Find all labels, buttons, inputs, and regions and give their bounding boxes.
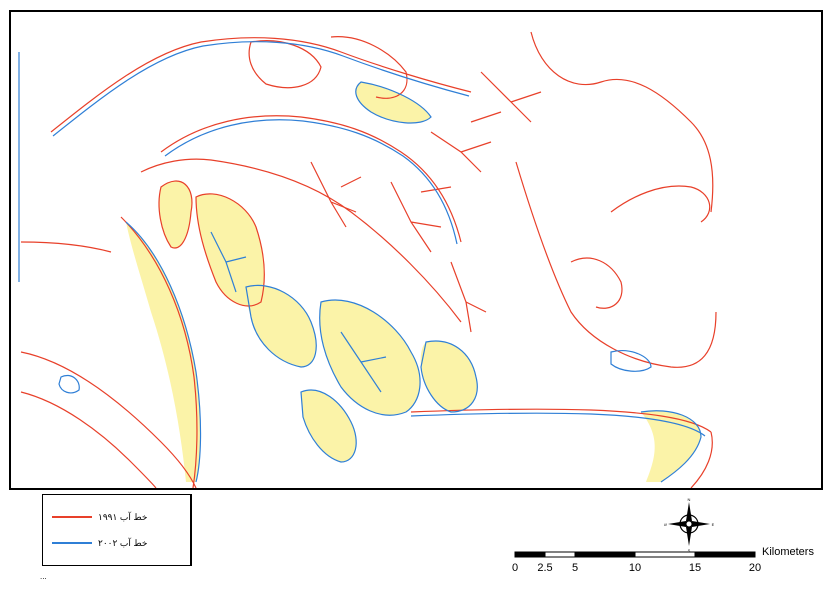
scale-bar-tick-label: 10 xyxy=(628,562,642,574)
shoreline-1991-south-coast xyxy=(410,408,712,433)
scale-bar-tick-label: 0 xyxy=(511,562,519,574)
shoreline-1991-east-inlet xyxy=(610,185,711,223)
scale-bar-units: Kilometers xyxy=(762,546,814,558)
shoreline-2002-north-inlet xyxy=(355,81,432,124)
scale-bar-tick-label: 15 xyxy=(688,562,702,574)
scale-bar-segment xyxy=(694,551,756,558)
scale-bar-segment xyxy=(574,551,636,558)
shoreline-2002 xyxy=(18,41,706,483)
scale-bar-segment xyxy=(544,551,576,558)
legend: خط آب ۱۹۹۱ خط آب ۲۰۰۲ xyxy=(42,494,212,568)
shoreline-1991-creek-4 xyxy=(480,71,542,123)
shoreline-2002-creek-1 xyxy=(340,331,387,393)
shoreline-1991-central-bar xyxy=(195,193,265,307)
change-area-west-coast xyxy=(126,222,201,482)
legend-item-1991: خط آب ۱۹۹۱ xyxy=(52,510,147,524)
shoreline-2002-main-channel xyxy=(52,41,470,137)
scale-bar-tick-label: 2.5 xyxy=(537,562,553,574)
change-area-north-inlet xyxy=(355,82,431,124)
change-area-mid-bar xyxy=(245,285,317,367)
shoreline-2002-east-shoal xyxy=(319,299,421,416)
legend-footer: ... xyxy=(40,572,47,581)
shoreline-1991-estuary-south xyxy=(140,158,462,323)
shoreline-1991-creek-1 xyxy=(310,161,362,228)
shoreline-1991-far-west-inner xyxy=(20,391,157,488)
shoreline-2002-estuary-north xyxy=(164,119,458,245)
shoreline-1991-west-coast xyxy=(120,216,198,488)
legend-item-2002: خط آب ۲۰۰۲ xyxy=(52,536,147,550)
east-letter: E xyxy=(712,522,714,527)
scale-bar-graphic xyxy=(514,551,756,558)
legend-swatch-2002 xyxy=(52,542,92,544)
change-area-west-island xyxy=(159,181,192,248)
shoreline-2002-creek-2 xyxy=(210,231,247,293)
shoreline-2002-mid-bar xyxy=(245,284,317,368)
west-letter: W xyxy=(664,522,667,527)
scale-bar: 0 2.5 5 10 15 20 Kilometers xyxy=(505,546,835,588)
legend-swatch-1991 xyxy=(52,516,92,518)
north-arrow-compass-icon: N E S W xyxy=(663,496,715,553)
scale-bar-tick-label: 20 xyxy=(748,562,762,574)
shoreline-1991-main-channel xyxy=(50,37,472,133)
change-area-east-shoal xyxy=(319,300,421,416)
shoreline-1991-creek-5 xyxy=(450,261,487,333)
south-letter: S xyxy=(688,548,691,552)
change-area-central-bar xyxy=(196,193,265,306)
map-frame xyxy=(9,10,823,490)
shoreline-1991-west-island xyxy=(158,180,193,249)
scale-bar-segment xyxy=(514,551,546,558)
legend-label-2002: خط آب ۲۰۰۲ xyxy=(98,537,148,548)
change-area-se-coast xyxy=(641,410,701,482)
shoreline-1991-far-west xyxy=(20,351,197,488)
shoreline-1991-east-mainland xyxy=(515,161,717,368)
legend-label-1991: خط آب ۱۹۹۱ xyxy=(98,511,148,522)
shoreline-1991-estuary-north xyxy=(160,115,462,243)
change-area-south-shoal xyxy=(301,390,357,462)
scale-bar-segment xyxy=(634,551,696,558)
shoreline-change-areas xyxy=(126,82,701,482)
shoreline-1991-mid-east xyxy=(570,257,623,309)
shoreline-map xyxy=(18,31,717,488)
shoreline-1991-north-islands xyxy=(248,40,322,89)
north-letter: N xyxy=(688,497,691,502)
shoreline-1991-se-coast xyxy=(690,431,713,488)
shoreline-2002-delta xyxy=(420,340,478,413)
shoreline-2002-east-pool xyxy=(610,350,652,372)
shoreline-1991-creek-3 xyxy=(430,111,502,173)
shoreline-1991-east-coast xyxy=(530,31,714,213)
change-area-delta xyxy=(420,341,478,412)
shoreline-1991-north-tidal xyxy=(330,36,408,99)
shoreline-1991-west-edge xyxy=(20,241,112,253)
legend-box xyxy=(42,494,192,566)
shoreline-2002-west-coast xyxy=(125,221,202,483)
scale-bar-tick-label: 5 xyxy=(571,562,579,574)
shoreline-2002-se-coast xyxy=(640,410,702,483)
shoreline-2002-south-shoal xyxy=(300,389,357,463)
shoreline-1991-creek-2 xyxy=(390,181,452,253)
shoreline-2002-south-coast xyxy=(410,412,706,437)
shoreline-2002-west-pool xyxy=(58,374,80,394)
